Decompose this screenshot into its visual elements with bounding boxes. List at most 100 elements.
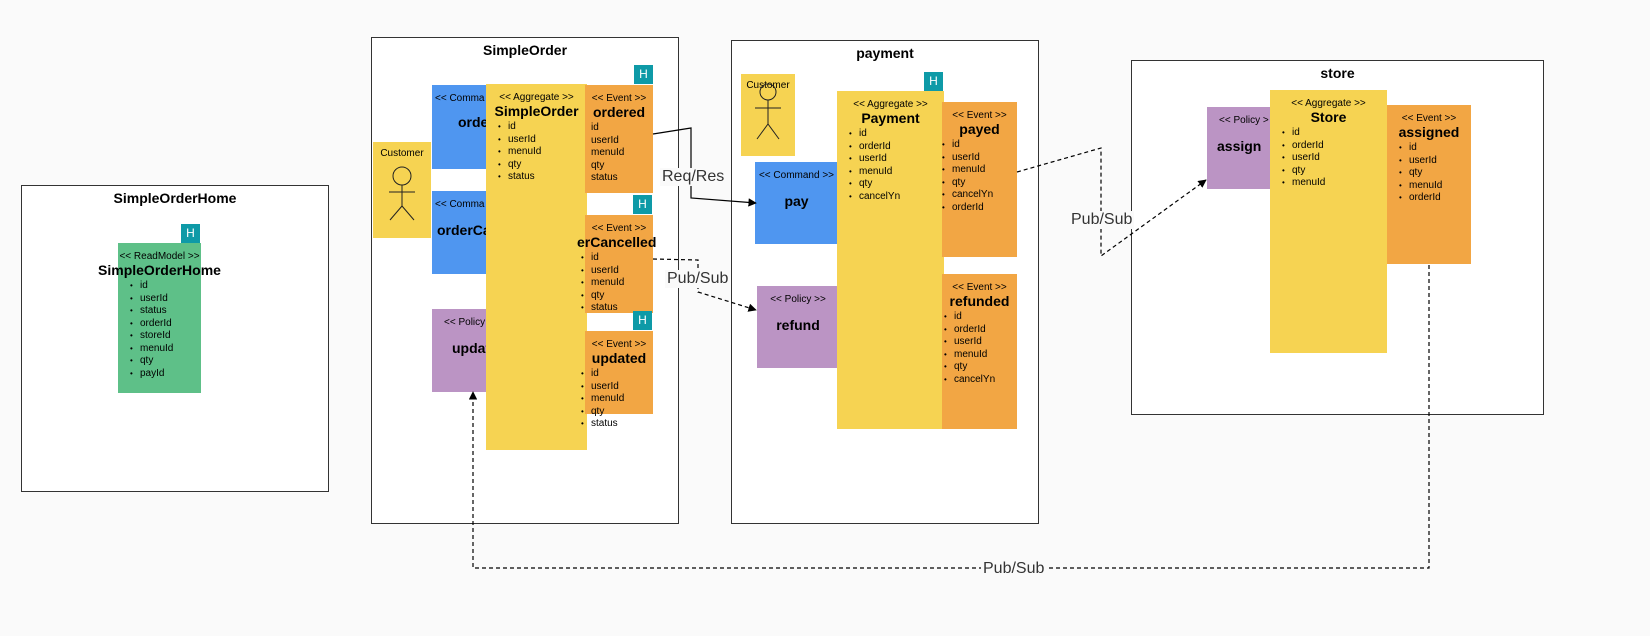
attribute-item: status [591, 172, 653, 185]
policy-assign[interactable]: << Policy > assign [1207, 107, 1272, 189]
h-badge[interactable]: H [633, 195, 652, 214]
stereotype-label: << ReadModel >> [119, 251, 200, 262]
attribute-item: id [130, 280, 201, 293]
policy-update[interactable]: << Policy updat [432, 309, 488, 392]
command-pay[interactable]: << Command >> pay [755, 162, 838, 244]
stereotype-label: << Aggregate >> [853, 99, 928, 110]
attribute-item: status [498, 171, 587, 184]
reqres-connector[interactable] [652, 127, 757, 207]
readmodel-simpleorderhome[interactable]: << ReadModel >> SimpleOrderHome iduserId… [98, 243, 221, 393]
attribute-item: cancelYn [942, 189, 1017, 202]
attribute-item: userId [591, 135, 653, 148]
bounded-context-title: payment [856, 45, 914, 61]
policy-name: refund [776, 317, 820, 333]
stick-figure-icon [755, 83, 781, 140]
stereotype-label: << Policy >> [770, 294, 826, 305]
pubsub-connector-assigned-update[interactable] [468, 265, 1430, 569]
attribute-item: userId [581, 265, 653, 278]
attribute-item: orderId [944, 324, 1017, 337]
attribute-item: menuId [1282, 177, 1387, 190]
attribute-item: payId [130, 368, 201, 381]
attribute-list: iduserIdstatusorderIdstoreIdmenuIdqtypay… [118, 280, 201, 380]
attribute-item: qty [498, 159, 587, 172]
attribute-item: qty [1282, 165, 1387, 178]
stereotype-label: << Policy [444, 317, 486, 328]
stereotype-label: << Event >> [952, 282, 1007, 293]
actor-customer[interactable]: Customer [741, 74, 795, 156]
stereotype-label: << Aggregate >> [499, 92, 574, 103]
attribute-list: iduserIdqtymenuIdorderId [1387, 142, 1471, 205]
attribute-list: iduserIdmenuIdqtystatus [581, 368, 653, 431]
attribute-item: userId [130, 293, 201, 306]
h-badge[interactable]: H [924, 72, 943, 91]
bounded-context-title: SimpleOrderHome [113, 190, 237, 206]
attribute-item: qty [1399, 167, 1471, 180]
command-order[interactable]: << Comma orde [432, 85, 488, 169]
event-name: erCancelled [577, 234, 657, 250]
stereotype-label: << Policy > [1219, 115, 1269, 126]
attribute-item: menuId [498, 146, 587, 159]
attribute-item: id [498, 121, 587, 134]
attribute-item: userId [1399, 155, 1471, 168]
event-assigned[interactable]: << Event >> assigned iduserIdqtymenuIdor… [1387, 105, 1471, 264]
aggregate-name: Payment [861, 110, 920, 126]
attribute-item: orderId [1399, 192, 1471, 205]
actor-label: Customer [746, 80, 790, 91]
attribute-item: userId [849, 153, 944, 166]
actor-customer[interactable]: Customer [373, 142, 431, 238]
h-badge[interactable]: H [181, 224, 200, 243]
h-badge[interactable]: H [633, 311, 652, 330]
attribute-list: idorderIduserIdmenuIdqtycancelYn [942, 311, 1017, 386]
attribute-item: storeId [130, 330, 201, 343]
attribute-item: qty [942, 177, 1017, 190]
attribute-item: qty [591, 160, 653, 173]
policy-name: updat [452, 340, 488, 356]
pubsub-connector-payed-assign[interactable] [1016, 147, 1207, 258]
event-name: payed [959, 121, 1000, 137]
attribute-item: menuId [942, 164, 1017, 177]
command-name: orderCa [437, 222, 488, 238]
attribute-item: id [581, 252, 653, 265]
actor-label: Customer [380, 148, 424, 159]
event-refunded[interactable]: << Event >> refunded idorderIduserIdmenu… [942, 274, 1017, 429]
event-name: refunded [949, 293, 1010, 309]
pubsub-connector-cancelled-refund[interactable] [652, 258, 757, 312]
stereotype-label: << Aggregate >> [1291, 98, 1366, 109]
event-payed[interactable]: << Event >> payed iduserIdmenuIdqtycance… [942, 102, 1017, 257]
attribute-item: menuId [1399, 180, 1471, 193]
command-name: orde [458, 114, 488, 130]
stereotype-label: << Comma [435, 199, 485, 210]
command-name: pay [784, 193, 809, 209]
readmodel-name: SimpleOrderHome [98, 262, 221, 278]
command-order-cancel[interactable]: << Comma orderCa [432, 191, 488, 274]
attribute-item: status [130, 305, 201, 318]
attribute-item: qty [130, 355, 201, 368]
attribute-list: iduserIdmenuIdqtystatus [486, 121, 587, 184]
attribute-list: iduserIdmenuIdqtycancelYnorderId [942, 139, 1017, 214]
attribute-item: id [581, 368, 653, 381]
event-updated[interactable]: << Event >> updated iduserIdmenuIdqtysta… [581, 331, 653, 430]
policy-refund[interactable]: << Policy >> refund [757, 286, 839, 368]
event-name: updated [591, 350, 647, 366]
attribute-list: idorderIduserIdqtymenuId [1270, 127, 1387, 190]
attribute-item: id [1282, 127, 1387, 140]
attribute-item: cancelYn [849, 191, 944, 204]
link-label-pubsub: Pub/Sub [981, 560, 1047, 578]
attribute-item: userId [944, 336, 1017, 349]
attribute-item: userId [498, 134, 587, 147]
attribute-item: id [1399, 142, 1471, 155]
bounded-context-title: SimpleOrder [482, 42, 568, 58]
event-ordered[interactable]: << Event >> ordered iduserIdmenuIdqtysta… [585, 85, 653, 193]
attribute-item: userId [942, 152, 1017, 165]
aggregate-payment[interactable]: << Aggregate >> Payment idorderIduserIdm… [837, 91, 944, 429]
attribute-item: id [944, 311, 1017, 324]
aggregate-simpleorder[interactable]: << Aggregate >> SimpleOrder iduserIdmenu… [486, 84, 587, 450]
aggregate-store[interactable]: << Aggregate >> Store idorderIduserIdqty… [1270, 90, 1387, 353]
event-ordercancelled[interactable]: << Event >> erCancelled iduserIdmenuIdqt… [577, 215, 656, 314]
h-badge[interactable]: H [634, 65, 653, 84]
attribute-item: qty [581, 406, 653, 419]
attribute-item: menuId [130, 343, 201, 356]
stereotype-label: << Comma [435, 93, 485, 104]
stereotype-label: << Event >> [952, 110, 1007, 121]
link-label-pubsub: Pub/Sub [1069, 211, 1135, 229]
